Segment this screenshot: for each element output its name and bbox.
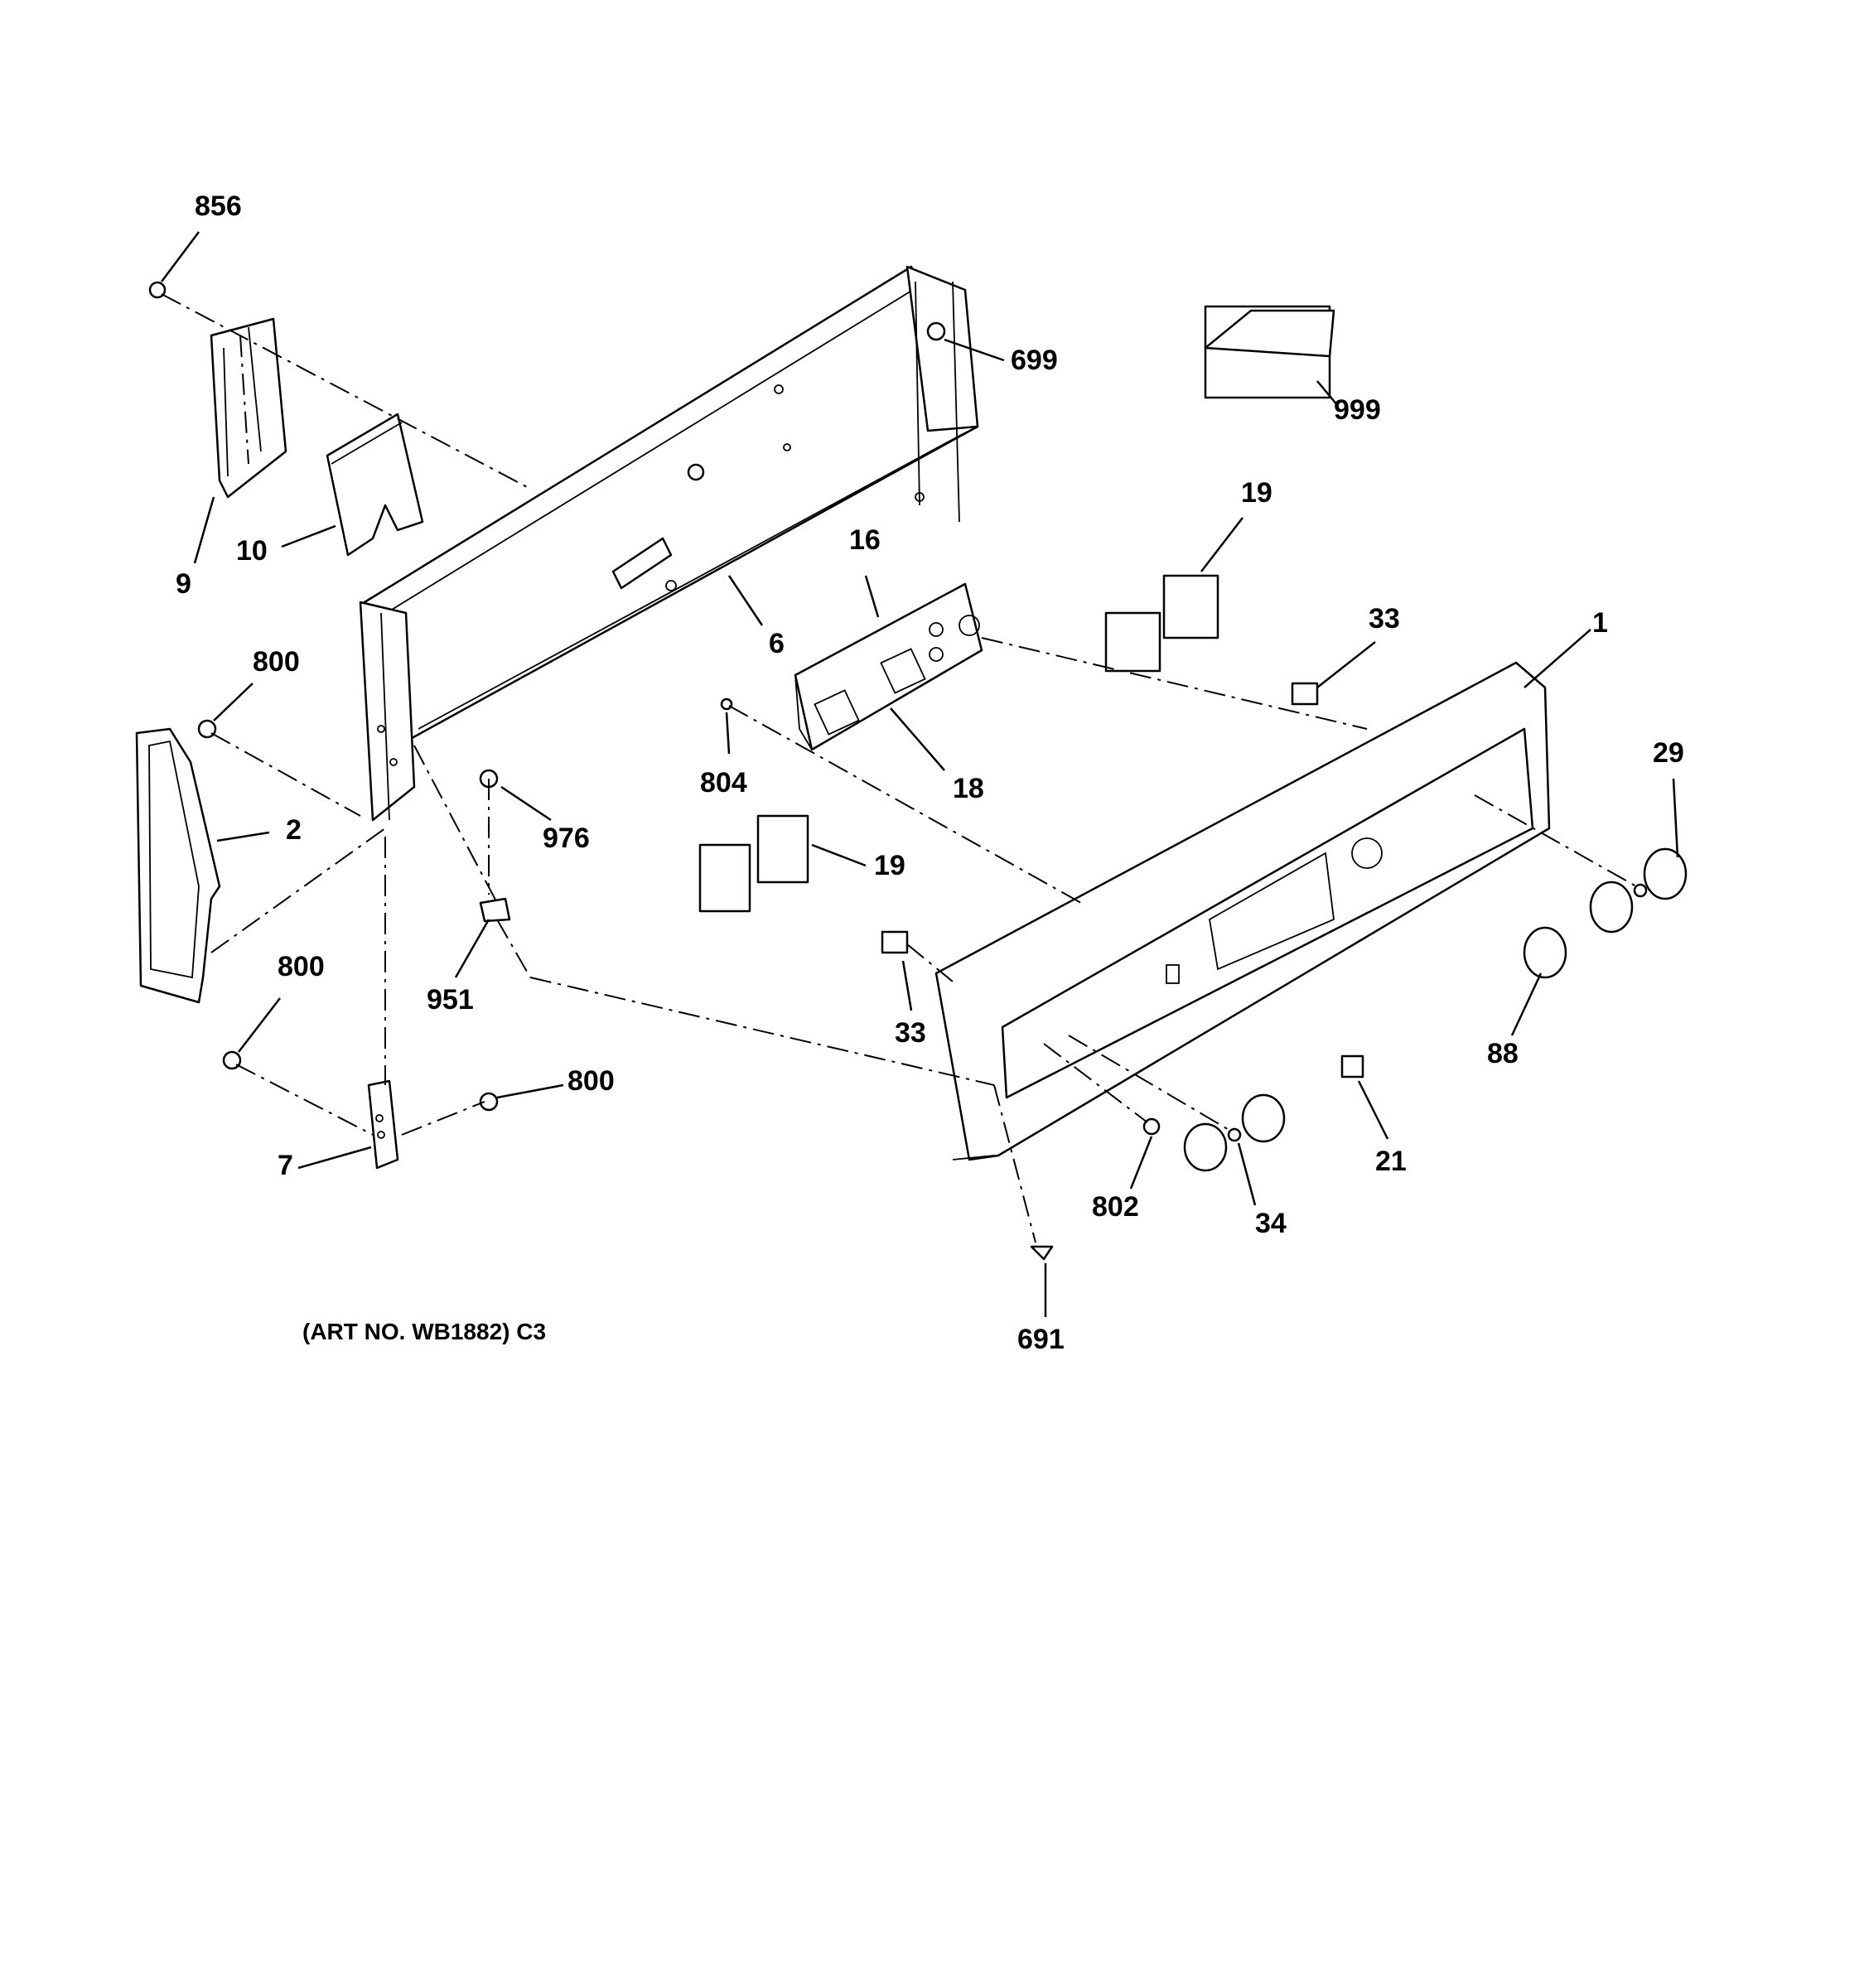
switch-33-upper [1291,682,1319,706]
switch-21 [1340,1054,1364,1078]
backsplash-frame [359,265,979,822]
callout-21: 21 [1375,1146,1407,1177]
nut-29 [1633,883,1648,898]
alignment-lines [161,293,1637,1243]
small-hardware [148,281,1648,1261]
callout-800-lower-right: 800 [567,1065,615,1097]
screw-802 [1142,1117,1161,1136]
callout-33-lower: 33 [895,1017,926,1049]
callout-10: 10 [236,535,268,567]
diagram-caption: (ART NO. WB1882) C3 [302,1319,547,1344]
infinite-switch-lower-pair [698,814,809,913]
callout-951: 951 [427,984,474,1016]
callout-7: 7 [278,1150,293,1181]
callout-19-lower: 19 [874,850,905,881]
screw-center [687,463,705,481]
screw-691 [1030,1245,1054,1261]
switch-33-lower [881,930,909,954]
lower-bracket [367,1079,399,1170]
control-panel [934,661,1551,1161]
knobs [1183,847,1688,1172]
callout-34: 34 [1255,1208,1287,1239]
screw-699 [926,321,946,341]
callout-18: 18 [953,773,984,804]
callout-9: 9 [176,568,191,600]
callout-804: 804 [700,767,747,799]
screw-856 [148,281,167,299]
callout-6: 6 [769,628,785,659]
callout-976: 976 [543,823,590,854]
side-bracket-left [210,317,287,499]
infinite-switch-upper-pair [1104,574,1219,673]
callout-800-upper: 800 [253,646,300,678]
side-bracket-middle [326,413,424,557]
callout-800-lower-left: 800 [278,951,325,982]
callout-16: 16 [849,524,881,556]
clip-951 [479,897,511,923]
screw-804 [720,697,733,711]
leader-lines [161,231,1679,1317]
callout-802: 802 [1092,1191,1139,1223]
screw-800-lower-right [479,1092,499,1112]
callout-856: 856 [195,191,242,222]
nut-34 [1227,1127,1242,1142]
end-cap [135,727,221,1004]
callout-999: 999 [1334,394,1381,426]
control-board [794,582,983,751]
callout-1: 1 [1592,607,1608,639]
callout-19-upper: 19 [1241,477,1272,509]
callout-29: 29 [1653,737,1684,769]
callout-2: 2 [286,814,302,846]
callout-691: 691 [1017,1324,1065,1355]
callout-33-upper: 33 [1369,603,1400,635]
callout-699: 699 [1011,345,1058,376]
callout-88: 88 [1487,1038,1519,1069]
